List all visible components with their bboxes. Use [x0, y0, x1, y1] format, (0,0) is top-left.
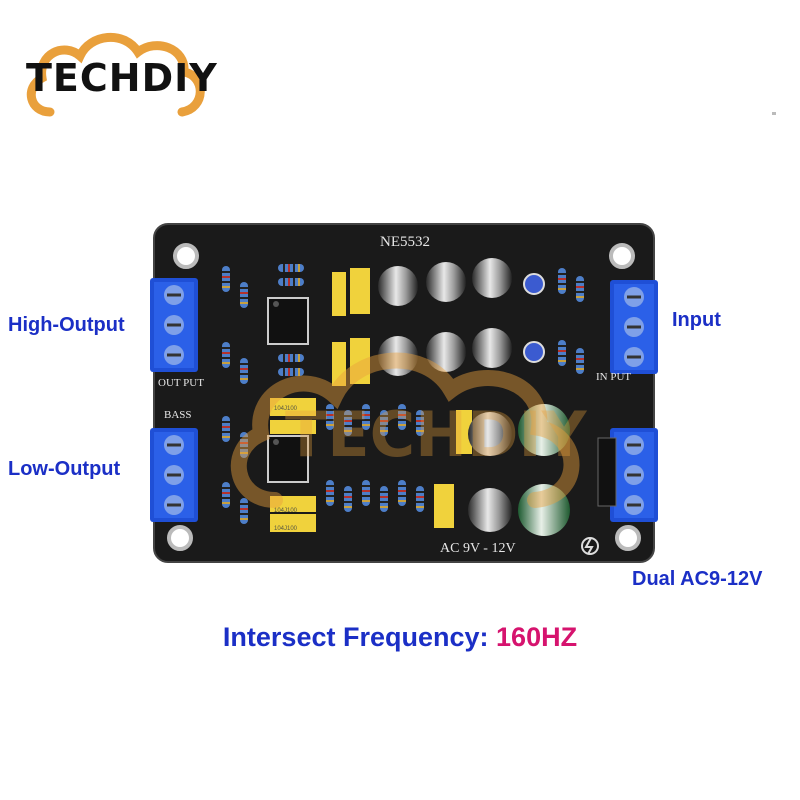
- frequency-caption-label: Intersect Frequency:: [222, 622, 489, 652]
- output-terminal-high: [150, 276, 200, 374]
- output-terminal-low: [150, 426, 200, 524]
- chip-label: NE5532: [380, 234, 430, 250]
- frequency-caption: Intersect Frequency: 160HZ: [0, 622, 800, 653]
- cap-code-2: 104J100: [274, 526, 298, 532]
- input-terminal: [608, 278, 660, 376]
- pcb-board: NE5532 OUT PUT IN PUT BASS AC 9V - 12V 1…: [150, 223, 660, 563]
- watermark-logo: TECHDIY: [230, 352, 588, 508]
- bass-label: BASS: [164, 409, 192, 421]
- speck: [772, 112, 776, 115]
- low-output-label: Low-Output: [8, 458, 121, 480]
- watermark-text: TECHDIY: [285, 398, 588, 471]
- techdiy-logo: [26, 33, 205, 117]
- power-label: Dual AC9-12V: [632, 568, 763, 590]
- cap-code-3: 104J100: [274, 406, 298, 412]
- power-terminal: [608, 426, 660, 524]
- brand-name: TECHDIY: [26, 56, 218, 100]
- out-put-label: OUT PUT: [158, 377, 204, 389]
- cap-code-1: 104J100: [274, 508, 298, 514]
- high-output-label: High-Output: [8, 314, 125, 336]
- in-put-label: IN PUT: [596, 371, 631, 383]
- input-label: Input: [672, 309, 721, 331]
- frequency-caption-value: 160HZ: [496, 622, 578, 652]
- power-silk-label: AC 9V - 12V: [440, 541, 516, 556]
